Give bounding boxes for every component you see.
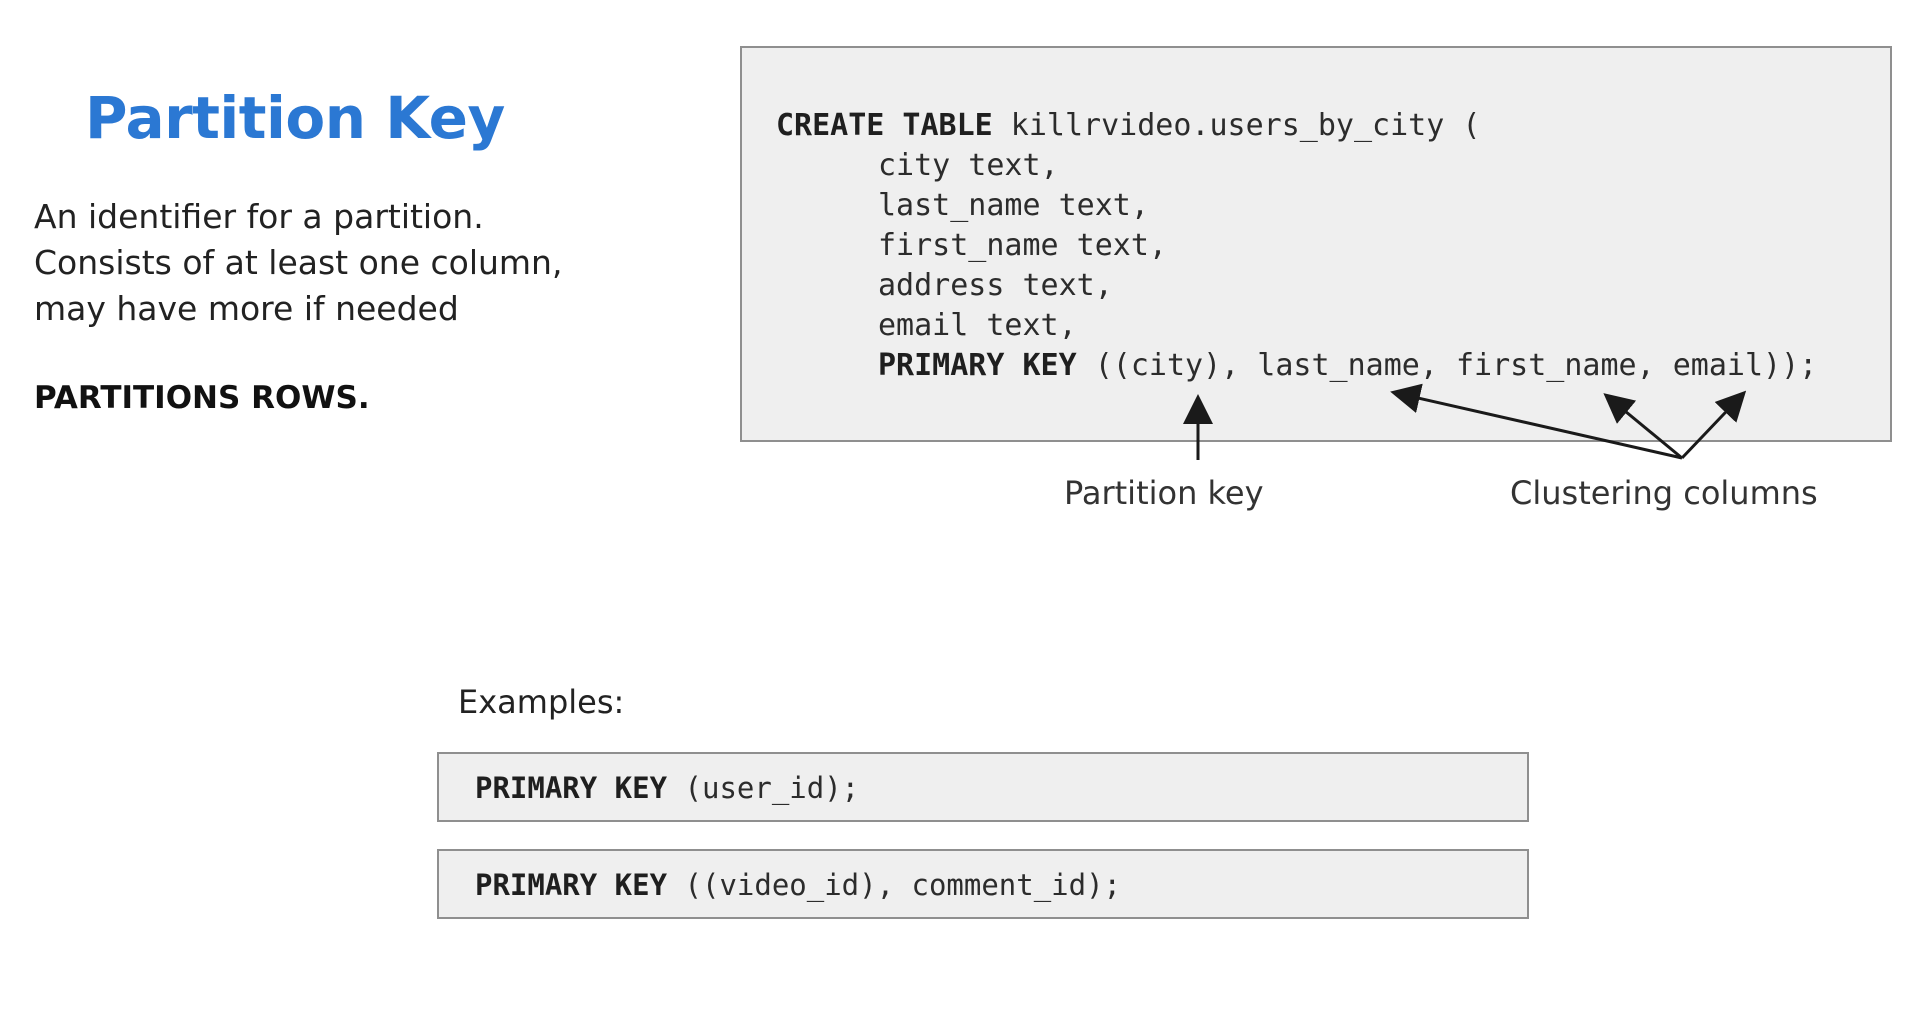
description: An identifier for a partition. Consists … bbox=[34, 194, 562, 332]
slide-title: Partition Key bbox=[85, 84, 505, 152]
description-line: An identifier for a partition. bbox=[34, 197, 484, 236]
code-keyword: PRIMARY KEY bbox=[878, 348, 1077, 383]
code-lines: CREATE TABLE killrvideo.users_by_city ( … bbox=[776, 106, 1817, 386]
code-line-primary-key: PRIMARY KEY ((city), last_name, first_na… bbox=[776, 346, 1817, 386]
example-code-block: PRIMARY KEY ((video_id), comment_id); bbox=[437, 849, 1529, 919]
code-text: ((city), last_name, first_name, email)); bbox=[1076, 348, 1818, 383]
partition-key-label: Partition key bbox=[1064, 474, 1264, 512]
code-line-column: first_name text, bbox=[878, 228, 1167, 263]
code-line-create-table: CREATE TABLE killrvideo.users_by_city ( bbox=[776, 106, 1817, 146]
code-text: (user_id); bbox=[667, 771, 860, 805]
code-keyword: PRIMARY KEY bbox=[475, 771, 668, 805]
emphasis-text: PARTITIONS ROWS. bbox=[34, 380, 370, 416]
example-code-line: PRIMARY KEY ((video_id), comment_id); bbox=[475, 867, 1121, 903]
code-text: killrvideo.users_by_city ( bbox=[992, 108, 1481, 143]
code-line-column: city text, bbox=[878, 148, 1059, 183]
clustering-columns-label: Clustering columns bbox=[1510, 474, 1818, 512]
code-keyword: CREATE TABLE bbox=[776, 108, 993, 143]
description-line: may have more if needed bbox=[34, 289, 459, 328]
example-code-block: PRIMARY KEY (user_id); bbox=[437, 752, 1529, 822]
code-line-column: last_name text, bbox=[878, 188, 1149, 223]
code-line-column: address text, bbox=[878, 268, 1113, 303]
description-line: Consists of at least one column, bbox=[34, 243, 563, 282]
example-code-line: PRIMARY KEY (user_id); bbox=[475, 770, 859, 806]
examples-heading: Examples: bbox=[458, 683, 625, 721]
code-line-column: email text, bbox=[878, 308, 1077, 343]
create-table-code-block: CREATE TABLE killrvideo.users_by_city ( … bbox=[740, 46, 1892, 442]
code-keyword: PRIMARY KEY bbox=[475, 868, 668, 902]
code-text: ((video_id), comment_id); bbox=[667, 868, 1122, 902]
